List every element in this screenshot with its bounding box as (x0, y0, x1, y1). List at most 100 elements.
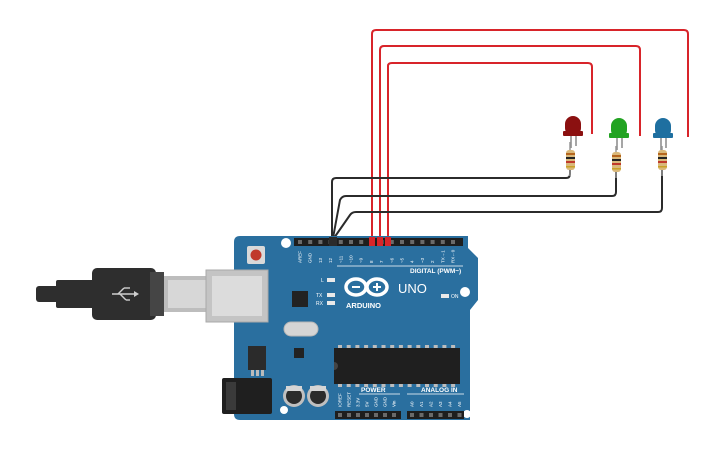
led-green[interactable] (609, 118, 629, 150)
chip-pin (338, 384, 342, 387)
mounting-hole (463, 410, 471, 418)
analog-pin-label: A4 (448, 401, 453, 407)
chip-pin (372, 384, 377, 387)
digital-pin-label: ~5 (400, 257, 405, 263)
power-jack[interactable] (222, 378, 272, 414)
power-pin-hole[interactable] (347, 413, 351, 417)
usb-controller-chip (292, 291, 308, 307)
analog-pin-hole[interactable] (448, 413, 452, 417)
resistor-green-led[interactable] (612, 146, 621, 178)
power-pin-hole[interactable] (365, 413, 369, 417)
tx-led (327, 293, 335, 297)
chip-pin (381, 384, 386, 387)
digital-pin-label: GND (308, 252, 313, 263)
analog-pin-label: A1 (419, 401, 424, 407)
analog-pin-label: A0 (410, 401, 415, 407)
ground-wire-green-led[interactable] (332, 172, 617, 239)
power-pin-hole[interactable] (392, 413, 396, 417)
chip-pin (416, 345, 421, 348)
chip-pin (425, 345, 429, 348)
digital-pin-label: ~6 (389, 257, 394, 263)
power-pin-label: RESET (347, 392, 352, 407)
rx-led-label: RX (316, 301, 324, 307)
digital-pin-label: 7 (379, 260, 384, 263)
power-pin-label: 3.3V (356, 398, 361, 407)
on-led-label: ON (451, 294, 459, 300)
usb-cable[interactable] (36, 268, 210, 320)
led-blue[interactable] (653, 118, 673, 150)
wire-endpoints (329, 237, 391, 246)
digital-pin-hole[interactable] (298, 240, 302, 244)
ground-wire-red-led[interactable] (331, 170, 571, 238)
power-header-label: POWER (361, 387, 386, 394)
arduino-logo (344, 277, 389, 297)
mounting-hole (281, 238, 291, 248)
analog-pin-hole[interactable] (457, 413, 462, 417)
crystal-oscillator (283, 321, 319, 337)
capacitor-2 (307, 385, 329, 407)
power-pin-hole[interactable] (374, 413, 378, 417)
on-led (441, 294, 449, 298)
chip-pin (390, 384, 395, 387)
digital-pin-hole[interactable] (440, 240, 445, 244)
chip-pin (433, 345, 438, 348)
atmega328-chip (334, 345, 460, 387)
digital-pin-hole[interactable] (389, 240, 394, 244)
signal-wire-green-led[interactable] (379, 45, 641, 238)
digital-pin-hole[interactable] (400, 240, 404, 244)
rx-led (327, 301, 335, 305)
digital-pin-hole[interactable] (359, 240, 364, 244)
ground-wires (331, 170, 663, 239)
chip-pin (355, 384, 360, 387)
power-pin-hole[interactable] (338, 413, 342, 417)
digital-pin-hole[interactable] (338, 240, 343, 244)
digital-pin-label: 2 (430, 260, 435, 263)
digital-pin-hole[interactable] (318, 240, 323, 244)
signal-wires (371, 29, 689, 238)
chip-pin (364, 345, 369, 348)
digital-pin-hole[interactable] (430, 240, 435, 244)
analog-pin-hole[interactable] (410, 413, 414, 417)
power-pin-label: GND (374, 396, 379, 407)
brand-label: ARDUINO (346, 301, 381, 310)
chip-pin (442, 345, 447, 348)
digital-pin-hole[interactable] (420, 240, 425, 244)
analog-pin-hole[interactable] (419, 413, 424, 417)
analog-pin-hole[interactable] (438, 413, 443, 417)
digital-pin-label: AREF (298, 251, 303, 263)
digital-pin-hole[interactable] (410, 240, 415, 244)
power-pin-label: GND (383, 396, 388, 407)
led-red[interactable] (563, 116, 583, 148)
digital-pin-label: ~11 (338, 255, 343, 263)
digital-pin-hole[interactable] (308, 240, 313, 244)
digital-pin-hole[interactable] (451, 240, 455, 244)
power-pin-label: IOREF (338, 393, 343, 407)
analog-header-label: ANALOG IN (421, 387, 458, 394)
digital-pin-hole[interactable] (349, 240, 353, 244)
ground-wire-blue-led[interactable] (333, 170, 663, 239)
digital-pin-label: 8 (369, 260, 374, 263)
reset-button[interactable] (247, 246, 265, 264)
chip-pin (355, 345, 360, 348)
usb-symbol-icon (112, 287, 139, 301)
chip-pin (451, 384, 456, 387)
chip-pin (346, 345, 351, 348)
power-pin-hole[interactable] (356, 413, 360, 417)
signal-wire-blue-led[interactable] (371, 29, 689, 238)
signal-wire-red-led[interactable] (387, 62, 593, 238)
digital-pin-label: 4 (410, 260, 415, 263)
analog-pin-label: A3 (438, 401, 443, 407)
digital-pin-label: RX←0 (451, 249, 456, 263)
analog-pin-label: A2 (429, 401, 434, 407)
power-pin-label: Vin (392, 400, 397, 407)
resistor-blue-led[interactable] (658, 146, 667, 176)
chip-pin (338, 345, 342, 348)
analog-pin-hole[interactable] (429, 413, 433, 417)
model-label: UNO (398, 281, 427, 296)
resistor-red-led[interactable] (566, 142, 575, 176)
power-pin-hole[interactable] (383, 413, 387, 417)
